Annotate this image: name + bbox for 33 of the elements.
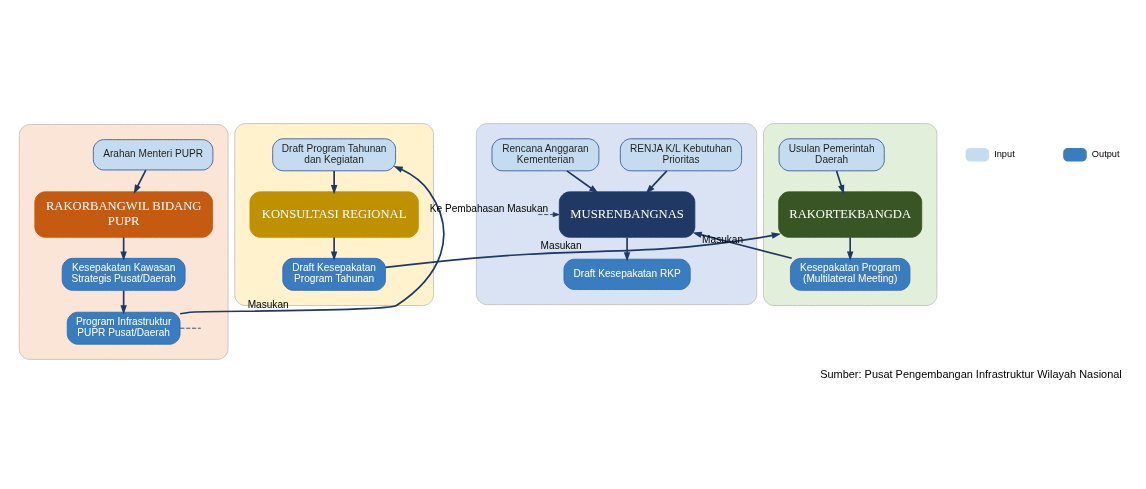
cluster [18, 124, 229, 360]
arrow [835, 170, 845, 195]
arrow [330, 236, 338, 261]
node-box: Arahan Menteri PUPR [92, 139, 214, 171]
node-box: Usulan Pemerintah Daerah [778, 138, 885, 172]
arrow [623, 236, 631, 262]
caption: Sumber: Pusat Pengembangan Infrastruktur Wilayah Nasional [820, 368, 1122, 381]
arrow [692, 231, 793, 260]
legend-label: Input [994, 149, 1015, 160]
node-box: Program Infrastruktur PUPR Pusat/Daerah [66, 311, 181, 345]
edge-label: Masukan [540, 240, 582, 252]
node-box: KONSULTASI REGIONAL [249, 191, 419, 238]
node-box: RENJA K/L Kebutuhan Prioritas [619, 138, 742, 172]
node-box: Kesepakatan Program (Multilateral Meeting) [790, 257, 911, 291]
arrow [645, 170, 668, 194]
legend-label: Output [1091, 149, 1120, 160]
arrow [179, 165, 445, 315]
node-box: Rencana Anggaran Kementerian [491, 138, 600, 172]
node-box: Kesepakatan Kawasan Strategis Pusat/Daerah [61, 257, 186, 291]
arrow [846, 236, 854, 261]
connector [179, 327, 202, 329]
arrow [384, 232, 781, 269]
node-box: MUSRENBANGNAS [558, 191, 696, 238]
node-box: Draft Kesepakatan RKP [563, 258, 691, 290]
arrow [133, 169, 147, 194]
arrow [330, 170, 338, 195]
edge-label: Masukan [247, 298, 289, 310]
cluster [763, 123, 938, 306]
node-box: Draft Kesepakatan Program Tahunan [282, 257, 386, 291]
node-box: RAKORTEKBANGDA [778, 191, 923, 238]
arrow [537, 212, 560, 218]
node-box: Draft Program Tahunan dan Kegiatan [272, 138, 396, 172]
node-box: RAKORBANGWIL BIDANG PUPR [34, 191, 213, 238]
